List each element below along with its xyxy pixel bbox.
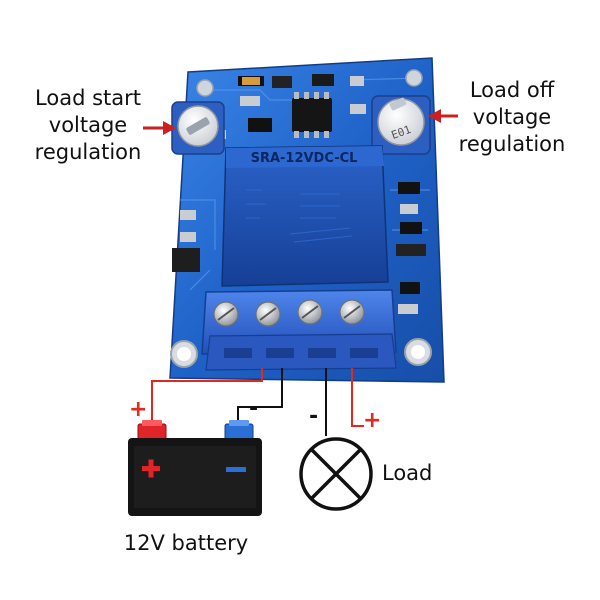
battery-positive-wire bbox=[151, 368, 263, 424]
load-start-voltage-label: Load start voltage regulation bbox=[18, 85, 158, 166]
load-negative-sign: - bbox=[309, 404, 319, 429]
smd-components bbox=[172, 74, 426, 314]
load-positive-wire bbox=[351, 368, 364, 427]
load-off-arrow-icon bbox=[428, 109, 458, 123]
load-caption: Load bbox=[382, 461, 433, 485]
terminal-screw-2 bbox=[255, 301, 281, 327]
battery-positive-sign: + bbox=[129, 397, 148, 422]
terminal-screws bbox=[213, 299, 365, 327]
load-off-label-line-1: Load off bbox=[469, 78, 555, 102]
load-off-voltage-label: Load off voltage regulation bbox=[442, 77, 582, 158]
pot-marking: E01 bbox=[390, 123, 413, 142]
load-start-potentiometer bbox=[171, 101, 225, 155]
battery-negative-sign: - bbox=[249, 396, 259, 421]
battery-negative-wire bbox=[237, 368, 283, 424]
load-start-label-line-3: regulation bbox=[34, 140, 142, 164]
load-off-label-line-2: voltage bbox=[472, 105, 552, 129]
terminal-screw-3 bbox=[297, 299, 323, 325]
load-start-label-line-1: Load start bbox=[35, 86, 141, 110]
terminal-block bbox=[201, 289, 397, 371]
load-start-label-line-2: voltage bbox=[48, 113, 128, 137]
mounting-holes bbox=[170, 69, 432, 368]
battery-caption: 12V battery bbox=[123, 531, 249, 555]
relay: SRA-12VDC-CL bbox=[221, 145, 389, 287]
annotation-arrows bbox=[143, 109, 458, 135]
ic-chip bbox=[292, 92, 332, 138]
battery-minus-mark bbox=[226, 467, 246, 472]
load-start-arrow-icon bbox=[143, 121, 176, 135]
relay-marking: SRA-12VDC-CL bbox=[251, 151, 358, 166]
wires bbox=[151, 368, 364, 436]
terminal-screw-4 bbox=[339, 299, 365, 325]
battery-icon bbox=[128, 420, 262, 516]
terminal-screw-1 bbox=[213, 301, 239, 327]
load-off-label-line-3: regulation bbox=[458, 132, 566, 156]
load-off-potentiometer: E01 bbox=[371, 95, 431, 155]
load-positive-sign: + bbox=[363, 408, 382, 433]
lamp-icon bbox=[299, 437, 373, 511]
